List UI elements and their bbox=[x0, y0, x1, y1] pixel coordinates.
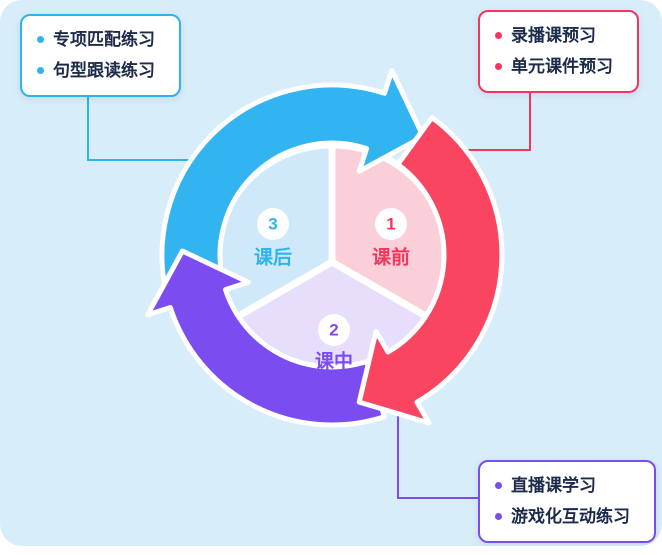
list-item-label: 直播课学习 bbox=[511, 476, 596, 495]
list-item-label: 专项匹配练习 bbox=[53, 30, 155, 49]
list-item: 游戏化互动练习 bbox=[495, 506, 630, 527]
callout-after-class: 专项匹配练习 句型跟读练习 bbox=[20, 14, 181, 97]
callout-in-class: 直播课学习 游戏化互动练习 bbox=[478, 460, 656, 543]
list-item-label: 单元课件预习 bbox=[511, 57, 613, 77]
badge-circle-1 bbox=[375, 208, 407, 240]
badge-circle-3 bbox=[257, 208, 289, 240]
bullet-dot bbox=[37, 67, 44, 75]
bullet-dot bbox=[495, 513, 502, 521]
list-item: 直播课学习 bbox=[495, 475, 630, 496]
bullet-dot bbox=[495, 63, 502, 71]
list-item-label: 句型跟读练习 bbox=[53, 61, 155, 81]
connector-in-class bbox=[397, 412, 482, 499]
list-item-label: 游戏化互动练习 bbox=[511, 507, 630, 527]
list-item: 专项匹配练习 bbox=[37, 29, 155, 50]
bullet-dot bbox=[495, 482, 502, 490]
phase-label-after-class: 课后 bbox=[254, 247, 292, 269]
phase-label-pre-class: 课前 bbox=[372, 246, 410, 269]
red-arrow bbox=[356, 115, 505, 426]
phase-number-2: 2 bbox=[329, 321, 338, 340]
connector-after-class bbox=[87, 92, 198, 161]
list-item-label: 录播课预习 bbox=[511, 26, 596, 45]
list-item: 句型跟读练习 bbox=[37, 60, 155, 81]
list-item: 录播课预习 bbox=[495, 25, 613, 46]
bullet-dot bbox=[37, 36, 44, 44]
blue-arrow bbox=[159, 68, 426, 310]
purple-arrow bbox=[145, 248, 387, 428]
bullet-dot bbox=[495, 32, 502, 40]
phase-number-3: 3 bbox=[268, 215, 277, 234]
badge-circle-2 bbox=[318, 314, 350, 346]
list-item: 单元课件预习 bbox=[495, 56, 613, 77]
phase-label-in-class: 课中 bbox=[315, 350, 353, 373]
phase-number-1: 1 bbox=[386, 215, 395, 234]
connector-pre-class bbox=[464, 88, 531, 151]
callout-pre-class: 录播课预习 单元课件预习 bbox=[478, 10, 639, 93]
